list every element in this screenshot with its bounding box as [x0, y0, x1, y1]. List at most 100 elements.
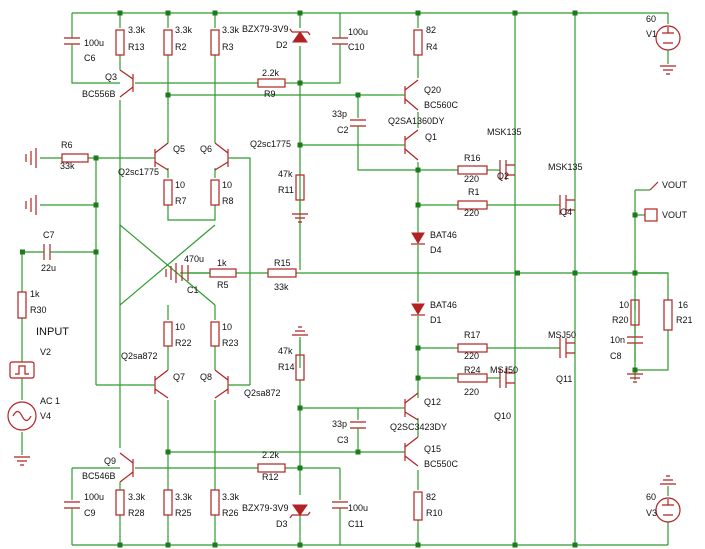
v1-label: V1	[646, 29, 657, 39]
pulse-source-v2-symbol	[9, 361, 35, 379]
r22-label: R22	[175, 338, 192, 348]
d2-label: D2	[276, 40, 288, 50]
q8-label: Q8	[200, 372, 212, 382]
msj50-a-label: MSJ50	[548, 330, 576, 340]
resistor-r24-symbol	[457, 373, 488, 383]
r12-value: 2.2k	[262, 450, 280, 460]
resistor-r13-symbol	[115, 29, 125, 56]
r14-value: 47k	[278, 346, 293, 356]
r17-value: 220	[464, 351, 479, 361]
r22-value: 10	[175, 322, 185, 332]
q10-label: Q10	[494, 411, 511, 421]
diode-d4-symbol	[411, 232, 425, 245]
resistor-r26-symbol	[210, 489, 220, 516]
r6-value: 33k	[60, 161, 75, 171]
v2-label: V2	[40, 347, 51, 357]
r12-label: R12	[262, 472, 279, 482]
d3-value: BZX79-3V9	[242, 503, 289, 513]
q1-label: Q1	[425, 132, 437, 142]
ground-symbol-r11	[292, 200, 308, 223]
transistor-q3-symbol	[119, 68, 134, 98]
v4-value: AC 1	[40, 396, 60, 406]
c9-value: 100u	[84, 492, 104, 502]
v4-label: V4	[40, 411, 51, 421]
diode-d1-symbol	[411, 303, 425, 316]
r25-value: 3.3k	[175, 492, 193, 502]
r1-label: R1	[468, 187, 480, 197]
q1-type: Q2SA1360DY	[388, 116, 445, 126]
r23-value: 10	[222, 322, 232, 332]
r24-label: R24	[464, 365, 481, 375]
q20-type: BC560C	[424, 100, 459, 110]
q12-type: Q2SC3423DY	[390, 422, 447, 432]
q9-label: Q9	[104, 456, 116, 466]
r20-value: 10	[619, 300, 629, 310]
r25-label: R25	[175, 508, 192, 518]
resistor-r4-symbol	[413, 29, 423, 56]
capacitor-c9-symbol	[64, 501, 80, 515]
d1-label: D1	[430, 315, 442, 325]
r17-label: R17	[464, 330, 481, 340]
resistor-r10-symbol	[413, 491, 423, 521]
transistor-q8-symbol	[214, 362, 250, 399]
q9-type: BC546B	[82, 471, 116, 481]
msk135-a-label: MSK135	[487, 127, 522, 137]
c1-label: C1	[187, 285, 199, 295]
voltage-source-v1-symbol	[655, 25, 681, 75]
q20-label: Q20	[424, 85, 441, 95]
ground-symbol-r6	[25, 148, 37, 168]
d1-type: BAT46	[430, 300, 457, 310]
component-labels: 3.3k R13 3.3k R2 3.3k R3 BZX79-3V9 D2 10…	[30, 14, 693, 529]
r7-value: 10	[175, 180, 185, 190]
c1-value: 470u	[184, 254, 204, 264]
r10-label: R10	[426, 508, 443, 518]
r5-label: R5	[217, 280, 229, 290]
r2-value: 3.3k	[175, 25, 193, 35]
r13-label: R13	[128, 42, 145, 52]
transistor-q6-symbol	[214, 138, 238, 171]
q7-type: Q2sa872	[121, 351, 158, 361]
wiring	[21, 12, 669, 546]
q15-type: BC550C	[424, 459, 459, 469]
ground-symbol-left	[25, 195, 37, 215]
r28-value: 3.3k	[128, 492, 146, 502]
vout-b-label: VOUT	[662, 210, 688, 220]
resistor-r5-symbol	[209, 268, 237, 278]
r4-value: 82	[426, 25, 436, 35]
transistor-q12-symbol	[395, 392, 419, 421]
vout-terminal-a	[649, 181, 659, 191]
c9-label: C9	[84, 508, 96, 518]
r16-label: R16	[464, 153, 481, 163]
d4-type: BAT46	[430, 230, 457, 240]
q8-type: Q2sa872	[244, 388, 281, 398]
r3-label: R3	[222, 42, 234, 52]
q15-label: Q15	[424, 444, 441, 454]
q3-label: Q3	[105, 72, 117, 82]
r30-value: 1k	[30, 289, 40, 299]
q4-label: Q4	[560, 207, 572, 217]
ground-symbol-c1	[165, 263, 177, 283]
q6-label: Q6	[200, 144, 212, 154]
c10-label: C10	[348, 42, 365, 52]
q3-type: BC556B	[82, 89, 116, 99]
c6-label: C6	[84, 53, 96, 63]
r1-value: 220	[464, 208, 479, 218]
c8-label: C8	[610, 351, 622, 361]
r6-label: R6	[61, 140, 73, 150]
c7-value: 22u	[41, 263, 56, 273]
zener-d3-symbol	[289, 504, 311, 519]
transistor-q20-symbol	[395, 79, 419, 111]
q11-label: Q11	[556, 374, 572, 384]
q7-label: Q7	[173, 372, 185, 382]
q12-label: Q12	[424, 397, 441, 407]
capacitor-c2-symbol	[350, 119, 366, 132]
c8-value: 10n	[610, 335, 625, 345]
q2-label: Q2	[497, 171, 509, 181]
capacitor-c3-symbol	[350, 421, 366, 436]
r30-label: R30	[30, 305, 47, 315]
r16-value: 220	[464, 174, 479, 184]
c6-value: 100u	[84, 38, 104, 48]
resistor-r8-symbol	[210, 179, 220, 206]
zener-d2-symbol	[289, 28, 311, 43]
